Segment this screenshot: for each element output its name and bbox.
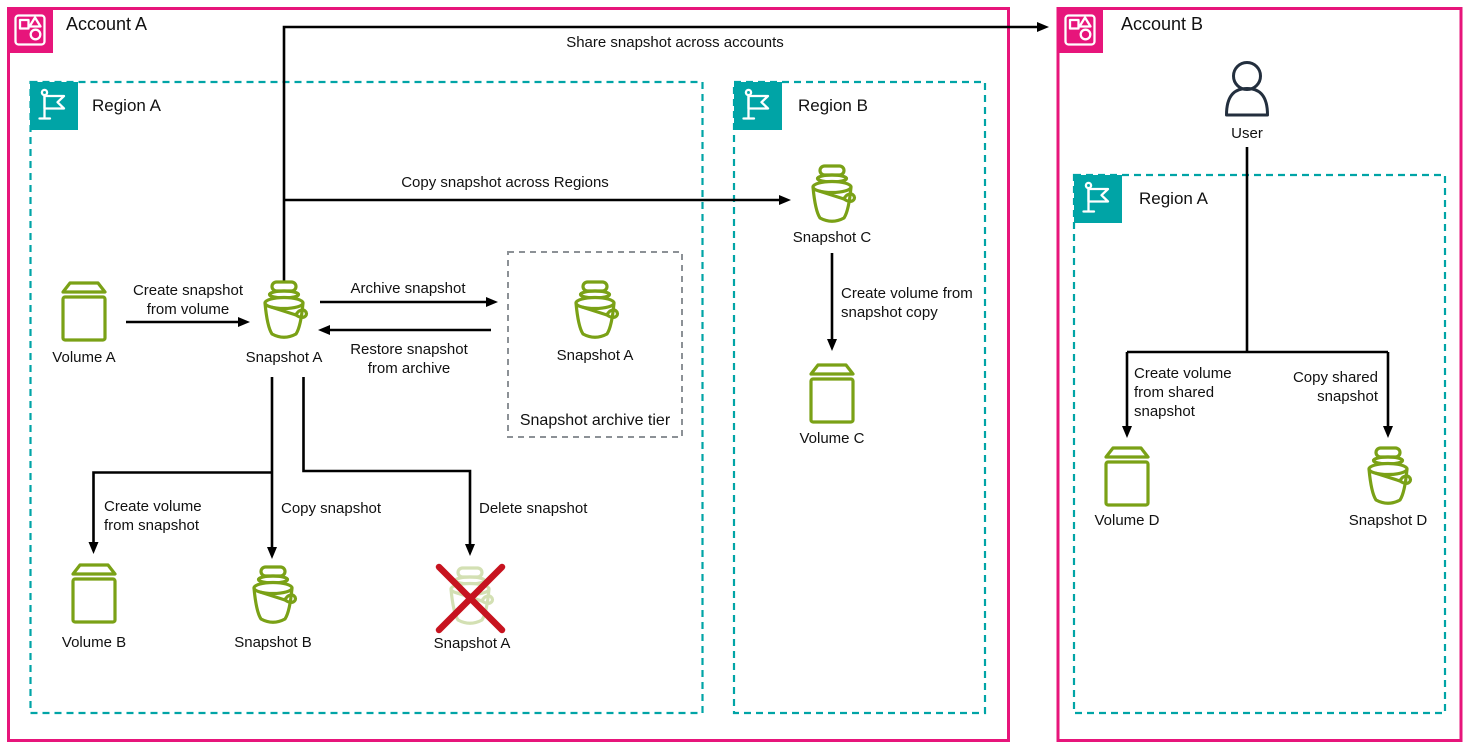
label-line: from archive: [367, 360, 451, 377]
region-flag-icon-b: [732, 80, 784, 132]
ebs-volume-icon-volume-a: [61, 281, 107, 342]
region-flag-icon-a2: [1072, 173, 1124, 225]
create-snapshot-from-volume-label: Create snapshot from volume: [133, 281, 243, 319]
account-b-title: Account B: [1121, 14, 1204, 34]
label-line: from volume: [146, 301, 230, 318]
volume-b-label: Volume B: [61, 634, 127, 651]
label-line: from shared: [1134, 384, 1215, 401]
user-icon: [1225, 61, 1269, 117]
account-icon-a: [5, 5, 55, 55]
account-b-region-a-box: [1072, 173, 1447, 715]
snapshot-d-label: Snapshot D: [1348, 512, 1428, 529]
copy-snapshot-label: Copy snapshot: [281, 500, 382, 517]
region-b-title: Region B: [798, 96, 868, 115]
snapshot-c-label: Snapshot C: [792, 229, 872, 246]
volume-d-label: Volume D: [1094, 512, 1160, 529]
region-a-box: [29, 80, 704, 715]
restore-snapshot-from-archive-label: Restore snapshot from archive: [350, 340, 468, 378]
ebs-snapshot-icon-snapshot-a: [263, 280, 309, 339]
delete-snapshot-label: Delete snapshot: [479, 500, 588, 517]
ebs-snapshot-icon-snapshot-c: [811, 164, 857, 223]
label-line: snapshot: [1317, 388, 1378, 405]
user-label: User: [1231, 125, 1263, 142]
ebs-volume-icon-volume-c: [809, 363, 855, 424]
snapshot-archive-tier-title: Snapshot archive tier: [519, 412, 671, 429]
volume-c-label: Volume C: [799, 430, 865, 447]
archived-snapshot-a-label: Snapshot A: [556, 347, 634, 364]
region-b-box: [732, 80, 987, 715]
snapshot-archive-tier-box: [507, 251, 683, 438]
ebs-snapshot-icon-archived-snapshot-a: [574, 280, 620, 339]
ebs-volume-icon-volume-b: [71, 563, 117, 624]
label-line: Copy shared: [1292, 369, 1378, 386]
region-flag-icon-a: [28, 80, 80, 132]
label-line: Restore snapshot: [350, 341, 468, 358]
label-line: snapshot: [1134, 403, 1195, 420]
account-a-box: [7, 7, 1010, 742]
ebs-snapshot-icon-snapshot-b: [252, 565, 298, 624]
label-line: Create volume: [1134, 365, 1232, 382]
snapshot-a-label: Snapshot A: [245, 349, 323, 366]
region-a-title: Region A: [92, 96, 161, 115]
share-snapshot-arrow: [282, 22, 1049, 283]
label-line: Create volume from: [841, 285, 973, 302]
create-volume-from-snapshot-arrow: [88, 471, 272, 554]
create-volume-from-snapshot-label: Create volume from snapshot: [104, 497, 202, 535]
delete-x-icon: [435, 563, 506, 634]
copy-shared-snapshot-label: Copy shared snapshot: [1293, 368, 1378, 406]
archive-snapshot-label: Archive snapshot: [350, 280, 466, 297]
delete-snapshot-arrow: [302, 377, 475, 556]
copy-snapshot-across-regions-label: Copy snapshot across Regions: [401, 174, 609, 191]
label-line: snapshot copy: [841, 304, 938, 321]
account-icon-b: [1055, 5, 1105, 55]
snapshot-b-label: Snapshot B: [234, 634, 312, 651]
share-snapshot-label: Share snapshot across accounts: [566, 34, 784, 51]
create-volume-from-shared-snapshot-label: Create volume from shared snapshot: [1134, 364, 1232, 421]
account-b-box: [1056, 7, 1463, 742]
account-a-title: Account A: [66, 14, 148, 34]
ebs-volume-icon-volume-d: [1104, 446, 1150, 507]
label-line: Create volume: [104, 498, 202, 515]
volume-a-label: Volume A: [52, 349, 116, 366]
label-line: from snapshot: [104, 517, 200, 534]
account-b-region-a-title: Region A: [1139, 189, 1208, 208]
ebs-snapshot-icon-snapshot-d: [1367, 446, 1413, 505]
deleted-snapshot-a-icon: [435, 563, 506, 634]
label-line: Create snapshot: [132, 282, 244, 299]
deleted-snapshot-a-label: Snapshot A: [433, 635, 511, 652]
create-volume-from-snapshot-copy-label: Create volume from snapshot copy: [841, 284, 973, 322]
